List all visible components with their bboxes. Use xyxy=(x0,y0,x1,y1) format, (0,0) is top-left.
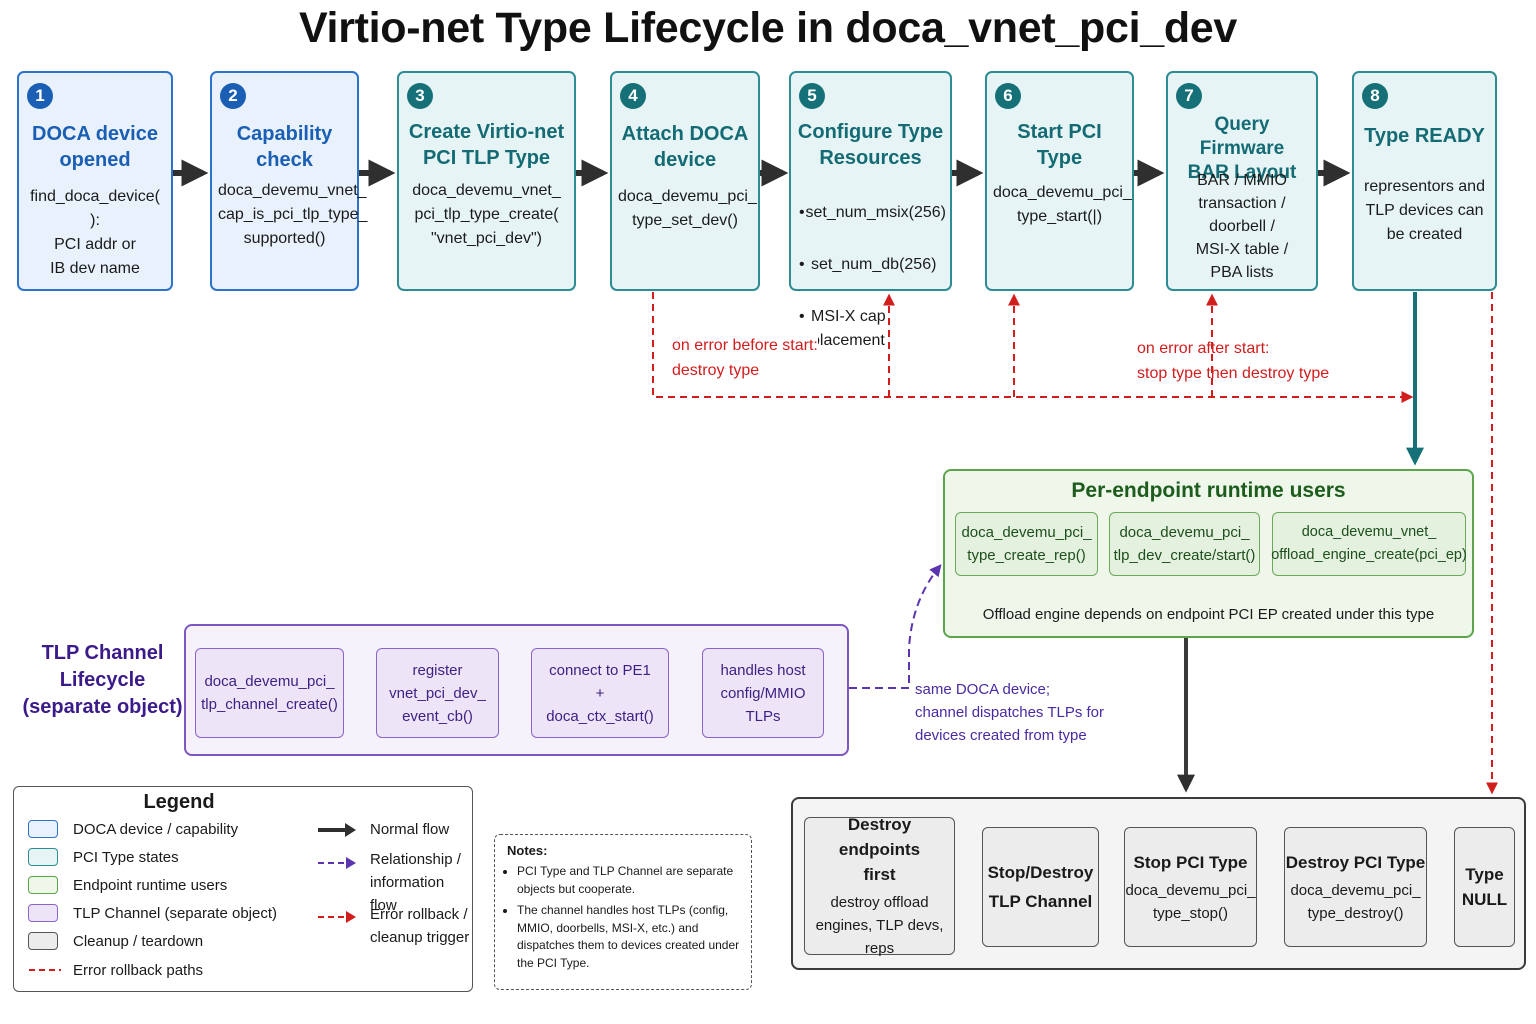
step-title: Attach DOCA device xyxy=(621,123,749,171)
step-title: Configure Type Resources xyxy=(797,121,944,169)
legend-label: Cleanup / teardown xyxy=(73,933,204,950)
tlp-item-handles-tlps: handles host config/MMIO TLPs xyxy=(702,648,824,738)
step-create-tlp-type: 3 Create Virtio-net PCI TLP Type doca_de… xyxy=(397,71,576,291)
step-body: doca_devemu_vnet_ pci_tlp_type_create( "… xyxy=(412,182,561,247)
note-item: The channel handles host TLPs (config, M… xyxy=(517,902,743,972)
notes-box: Notes: PCI Type and TLP Channel are sepa… xyxy=(494,834,752,990)
step-number-badge: 7 xyxy=(1176,83,1202,109)
step-title: Start PCI Type xyxy=(1017,121,1102,169)
legend-label: DOCA device / capability xyxy=(73,821,239,838)
cleanup-stop-pci-type: Stop PCI Type doca_devemu_pci_ type_stop… xyxy=(1124,827,1257,947)
step-number-badge: 2 xyxy=(220,83,246,109)
cleanup-group: Destroy endpoints first destroy offload … xyxy=(791,797,1526,970)
tlp-relationship-arrow xyxy=(849,564,942,689)
step-title: Query Firmware BAR Layout xyxy=(1187,114,1297,183)
bullet-text: set_num_msix(256) xyxy=(805,204,947,221)
note-item: PCI Type and TLP Channel are separate ob… xyxy=(517,863,743,898)
step-doca-device-opened: 1 DOCA device opened find_doca_device( )… xyxy=(17,71,173,291)
step-capability-check: 2 Capability check doca_devemu_vnet_ cap… xyxy=(210,71,368,291)
tlp-item-register-cb: register vnet_pci_dev_ event_cb() xyxy=(376,648,499,738)
cleanup-step-title: Destroy endpoints first xyxy=(838,815,921,884)
cleanup-step-title: Stop/Destroy TLP Channel xyxy=(987,863,1094,911)
cleanup-destroy-endpoints: Destroy endpoints first destroy offload … xyxy=(804,815,955,957)
tlp-item-channel-create: doca_devemu_pci_ tlp_channel_create() xyxy=(195,648,344,738)
legend-red-dash-line xyxy=(29,969,61,971)
runtime-item-offload-engine: doca_devemu_vnet_ offload_engine_create(… xyxy=(1271,512,1467,576)
step-bullet-list: •set_num_msix(256) •set_num_db(256) •MSI… xyxy=(799,177,946,377)
notes-title: Notes: xyxy=(507,843,548,858)
step-number-badge: 3 xyxy=(407,83,433,109)
bullet-item: •set_num_msix(256) xyxy=(799,201,946,225)
legend-swatch xyxy=(28,848,58,866)
step-number-badge: 8 xyxy=(1362,83,1388,109)
step-title: Capability check xyxy=(236,123,333,171)
step-number-badge: 5 xyxy=(799,83,825,109)
step-query-bar-layout: 7 Query Firmware BAR Layout BAR / MMIO t… xyxy=(1166,71,1318,291)
error-label-after-start: on error after start: stop type then des… xyxy=(1137,340,1330,382)
legend-title: Legend xyxy=(143,791,215,813)
legend: Legend DOCA device / capability PCI Type… xyxy=(13,786,473,992)
legend-label: TLP Channel (separate object) xyxy=(73,905,278,922)
legend-label: PCI Type states xyxy=(73,849,179,866)
cleanup-step-body: destroy offload engines, TLP devs, reps xyxy=(815,894,944,957)
legend-swatch xyxy=(28,820,58,838)
page-title: Virtio-net Type Lifecycle in doca_vnet_p… xyxy=(298,4,1238,52)
legend-error-label: Error rollback / cleanup trigger xyxy=(370,906,470,946)
legend-relationship-label: Relationship / information flow xyxy=(370,851,461,914)
bullet-text: MSI-X cap placement xyxy=(811,308,886,349)
legend-error-arrow xyxy=(318,911,356,923)
legend-normal-flow-arrow xyxy=(318,823,356,837)
step-title: Type READY xyxy=(1364,125,1485,147)
cleanup-step-body: doca_devemu_pci_ type_stop() xyxy=(1125,881,1256,922)
bullet-text: set_num_db(256) xyxy=(811,256,937,273)
bullet-item: •set_num_db(256) xyxy=(799,253,946,277)
error-label-before-start: on error before start: destroy type xyxy=(672,333,818,383)
step-attach-doca-device: 4 Attach DOCA device doca_devemu_pci_ ty… xyxy=(610,71,760,291)
step-title: DOCA device opened xyxy=(32,123,158,171)
step-number-badge: 1 xyxy=(27,83,53,109)
legend-label: Error rollback paths xyxy=(73,962,204,979)
tlp-relation-label: same DOCA device; channel dispatches TLP… xyxy=(915,681,1105,744)
cleanup-stop-destroy-channel: Stop/Destroy TLP Channel xyxy=(982,827,1099,947)
runtime-users-title: Per-endpoint runtime users xyxy=(1071,479,1346,502)
step-body: doca_devemu_vnet_ cap_is_pci_tlp_type_ s… xyxy=(218,182,368,247)
step-title: Create Virtio-net PCI TLP Type xyxy=(408,121,565,169)
notes-list: PCI Type and TLP Channel are separate ob… xyxy=(507,863,743,972)
step-type-ready: 8 Type READY representors and TLP device… xyxy=(1352,71,1497,291)
runtime-item-tlp-dev: doca_devemu_pci_ tlp_dev_create/start() xyxy=(1109,512,1260,576)
tlp-channel-label: TLP Channel Lifecycle (separate object) xyxy=(22,642,183,718)
legend-relationship-arrow xyxy=(318,857,356,869)
cleanup-step-body: doca_devemu_pci_ type_destroy() xyxy=(1290,881,1421,922)
step-body: representors and TLP devices can be crea… xyxy=(1364,178,1485,243)
legend-swatch xyxy=(28,932,58,950)
runtime-users-caption: Offload engine depends on endpoint PCI E… xyxy=(982,606,1435,623)
legend-swatch xyxy=(28,904,58,922)
cleanup-step-title: Type NULL xyxy=(1461,865,1508,909)
cleanup-type-null: Type NULL xyxy=(1454,827,1515,947)
cleanup-destroy-pci-type: Destroy PCI Type doca_devemu_pci_ type_d… xyxy=(1284,827,1427,947)
tlp-item-connect-start: connect to PE1 + doca_ctx_start() xyxy=(531,648,669,738)
step-body: find_doca_device( ): PCI addr or IB dev … xyxy=(30,188,160,277)
legend-swatch xyxy=(28,876,58,894)
legend-normal-flow-label: Normal flow xyxy=(370,821,450,838)
step-body: BAR / MMIO transaction / doorbell / MSI-… xyxy=(1195,172,1289,281)
legend-label: Endpoint runtime users xyxy=(73,877,228,894)
step-number-badge: 6 xyxy=(995,83,1021,109)
step-number-badge: 4 xyxy=(620,83,646,109)
step-start-pci-type: 6 Start PCI Type doca_devemu_pci_ type_s… xyxy=(985,71,1134,291)
step-body: doca_devemu_pci_ type_set_dev() xyxy=(618,188,757,229)
tlp-channel-group: doca_devemu_pci_ tlp_channel_create() re… xyxy=(184,624,849,756)
bullet-item: •MSI-X cap placement xyxy=(799,305,946,353)
cleanup-step-title: Stop PCI Type xyxy=(1133,852,1248,872)
runtime-item-create-rep: doca_devemu_pci_ type_create_rep() xyxy=(955,512,1098,576)
step-body: doca_devemu_pci_ type_start(|) xyxy=(993,184,1132,225)
cleanup-step-title: Destroy PCI Type xyxy=(1285,852,1426,872)
runtime-users-group: Per-endpoint runtime users doca_devemu_p… xyxy=(943,469,1474,638)
step-configure-type-resources: 5 Configure Type Resources •set_num_msix… xyxy=(789,71,952,349)
